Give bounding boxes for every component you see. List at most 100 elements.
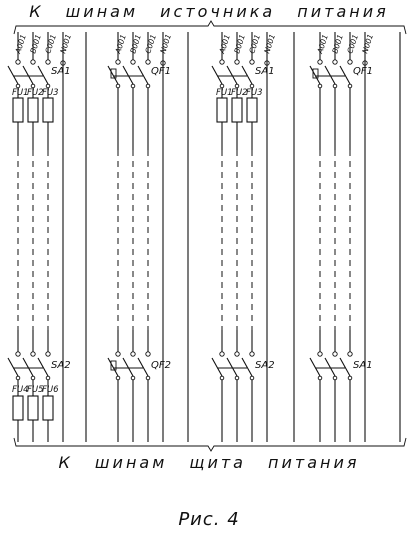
terminal-node [219, 351, 225, 357]
terminal-node [264, 60, 270, 66]
top-switch-label: SA1 [255, 66, 275, 77]
switch-blade [122, 357, 134, 377]
switch-blade [107, 65, 119, 85]
switch-pivot [130, 375, 136, 381]
switch-blade [22, 357, 34, 377]
bottom-bus-bracket [13, 437, 407, 452]
phase-label: В001 [128, 33, 143, 54]
fuse-label: FU5 [27, 385, 44, 395]
breaker-mechanism [110, 360, 117, 371]
phase-label: С001 [143, 33, 158, 54]
switch-blade [309, 357, 321, 377]
fuse-body [246, 97, 258, 123]
fuse-body [216, 97, 228, 123]
switch-blade [22, 65, 34, 85]
switch-blade [122, 65, 134, 85]
terminal-node [130, 351, 136, 357]
switch-pivot [249, 375, 255, 381]
switch-blade [37, 65, 49, 85]
fuse-label: FU6 [42, 385, 59, 395]
fuse-label: FU2 [231, 88, 248, 98]
fuse-body [27, 395, 39, 421]
phase-label: А001 [113, 33, 128, 55]
bottom-switch-label: SA2 [51, 360, 71, 371]
phase-label: В001 [330, 33, 345, 54]
switch-pivot [317, 375, 323, 381]
switch-pivot [145, 375, 151, 381]
terminal-node [317, 351, 323, 357]
switch-blade [309, 65, 321, 85]
switch-pivot [332, 375, 338, 381]
switch-pivot [347, 83, 353, 89]
switch-blade [137, 65, 149, 85]
top-switch-label: SA1 [51, 66, 71, 77]
terminal-node [115, 59, 121, 65]
fuse-body [27, 97, 39, 123]
phase-label: В001 [28, 33, 43, 54]
fuse-label: FU3 [42, 88, 59, 98]
switch-blade [339, 357, 351, 377]
switch-pivot [317, 83, 323, 89]
switch-pivot [30, 375, 36, 381]
bottom-switch-label: QF2 [151, 360, 171, 371]
switch-pivot [15, 375, 21, 381]
terminal-node [234, 59, 240, 65]
phase-label: С001 [247, 33, 262, 54]
switch-pivot [15, 83, 21, 89]
switch-blade [211, 357, 223, 377]
bottom-switch-label: SA1 [353, 360, 373, 371]
fuse-body [42, 97, 54, 123]
terminal-node [160, 60, 166, 66]
switch-pivot [145, 83, 151, 89]
switch-blade [7, 65, 19, 85]
switch-blade [37, 357, 49, 377]
header-bottom: К шинам щита питания [58, 453, 360, 472]
fuse-body [12, 97, 24, 123]
switch-pivot [30, 83, 36, 89]
terminal-node [145, 351, 151, 357]
fuse-label: FU3 [246, 88, 263, 98]
fuse-body [12, 395, 24, 421]
switch-blade [107, 357, 119, 377]
top-switch-label: QF1 [353, 66, 373, 77]
switch-pivot [45, 375, 51, 381]
phase-label: С001 [43, 33, 58, 54]
switch-pivot [219, 83, 225, 89]
switch-pivot [45, 83, 51, 89]
switch-pivot [234, 83, 240, 89]
terminal-node [332, 351, 338, 357]
switch-blade [241, 357, 253, 377]
switch-pivot [115, 375, 121, 381]
terminal-node [347, 59, 353, 65]
fuse-body [42, 395, 54, 421]
terminal-node [145, 59, 151, 65]
switch-pivot [219, 375, 225, 381]
terminal-node [234, 351, 240, 357]
bottom-switch-label: SA2 [255, 360, 275, 371]
switch-blade [339, 65, 351, 85]
phase-label: N001 [360, 33, 375, 55]
terminal-node [130, 59, 136, 65]
top-switch-label: QF1 [151, 66, 171, 77]
switch-pivot [234, 375, 240, 381]
breaker-mechanism [110, 68, 117, 79]
switch-pivot [130, 83, 136, 89]
terminal-node [45, 59, 51, 65]
switch-blade [211, 65, 223, 85]
fuse-label: FU2 [27, 88, 44, 98]
switch-blade [324, 357, 336, 377]
top-bus-bracket [13, 20, 407, 35]
phase-label: В001 [232, 33, 247, 54]
switch-pivot [115, 83, 121, 89]
fuse-label: FU1 [216, 88, 233, 98]
terminal-node [30, 351, 36, 357]
switch-pivot [249, 83, 255, 89]
terminal-node [347, 351, 353, 357]
phase-label: А001 [217, 33, 232, 55]
terminal-node [249, 59, 255, 65]
